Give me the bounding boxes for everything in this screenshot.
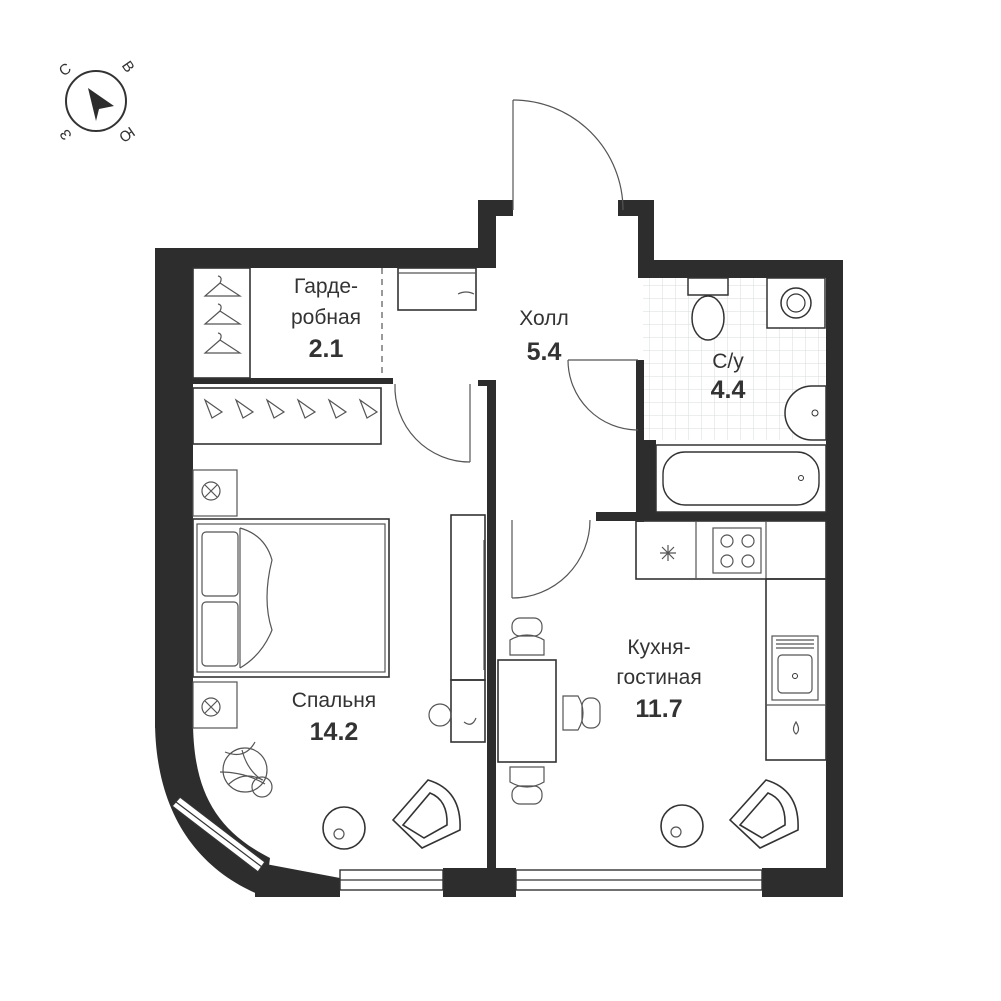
side-table-icon <box>322 806 366 850</box>
compass-west: З <box>57 126 76 143</box>
wardrobe-area: 2.1 <box>309 335 344 363</box>
windows <box>170 796 763 891</box>
compass-north: С <box>56 60 75 80</box>
bedroom-furniture <box>192 469 486 850</box>
armchair-icon <box>391 779 461 849</box>
toilet-icon <box>687 277 729 296</box>
side-table-icon <box>660 804 704 848</box>
fridge-snowflake-icon <box>660 545 676 561</box>
bedroom-area: 14.2 <box>310 718 359 746</box>
bathroom-name: С/у <box>712 350 744 373</box>
compass-south: Ю <box>116 123 138 146</box>
kitchen-area: 11.7 <box>635 695 682 723</box>
hall-name: Холл <box>519 307 569 330</box>
room-labels: Гарде- робная 2.1 Холл 5.4 С/у 4.4 Спаль… <box>291 275 745 746</box>
nightstand-icon <box>192 469 238 729</box>
wardrobe-name-line2: робная <box>291 306 361 329</box>
hanger-icon <box>203 275 243 354</box>
wardrobe-furniture <box>192 267 477 445</box>
bathroom-fixtures <box>655 277 827 513</box>
bathtub-icon <box>655 444 827 513</box>
walls <box>155 200 843 897</box>
bedroom-name: Спальня <box>292 689 376 712</box>
kitchen-name-line2: гостиная <box>616 666 701 689</box>
chair-icon <box>509 617 601 805</box>
bed-icon <box>192 518 390 678</box>
hall-area: 5.4 <box>527 338 562 366</box>
kitchen-furniture <box>497 520 827 849</box>
doors <box>394 99 639 599</box>
bathroom-area: 4.4 <box>711 376 746 404</box>
water-drop-icon <box>792 720 800 735</box>
kitchen-sink-icon <box>771 635 819 701</box>
north-arrow-icon <box>88 88 114 121</box>
sink-icon <box>784 385 827 441</box>
armchair-icon <box>728 779 799 849</box>
plant-icon <box>219 741 273 798</box>
hanger-row-icon <box>203 398 379 419</box>
wardrobe-name-line1: Гарде- <box>294 275 358 298</box>
kitchen-name-line1: Кухня- <box>627 636 690 659</box>
washing-machine-icon <box>766 277 826 329</box>
cooktop-icon <box>712 527 762 574</box>
compass: С В Ю З <box>56 58 138 146</box>
compass-east: В <box>118 58 138 76</box>
